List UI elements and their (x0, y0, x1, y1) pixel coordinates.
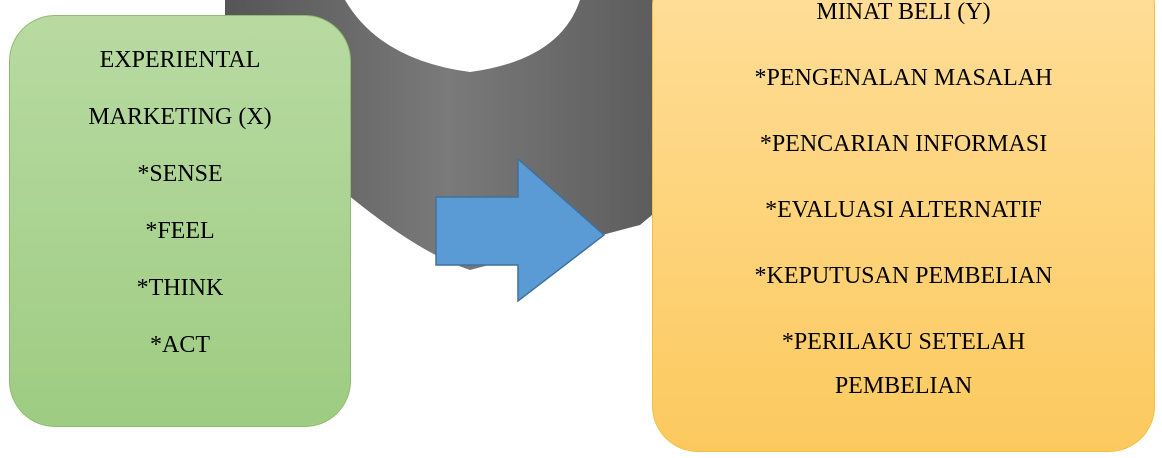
right-box-item-evaluasi-alternatif: *EVALUASI ALTERNATIF (765, 196, 1042, 262)
right-box-title: MINAT BELI (Y) (816, 0, 990, 64)
left-box-line-title-2: MARKETING (X) (88, 103, 271, 160)
left-box-item-sense: *SENSE (137, 160, 222, 217)
right-box-item-pencarian-informasi: *PENCARIAN INFORMASI (760, 130, 1047, 196)
arrow-shape (436, 159, 604, 301)
experiential-marketing-box: EXPERIENTAL MARKETING (X) *SENSE *FEEL *… (9, 15, 351, 427)
right-arrow-icon (430, 155, 610, 315)
left-box-line-title-1: EXPERIENTAL (100, 46, 261, 103)
right-box-item-pengenalan-masalah: *PENGENALAN MASALAH (755, 64, 1053, 130)
left-box-item-feel: *FEEL (145, 217, 214, 274)
right-box-item-keputusan-pembelian: *KEPUTUSAN PEMBELIAN (754, 262, 1052, 328)
minat-beli-box: MINAT BELI (Y) *PENGENALAN MASALAH *PENC… (652, 0, 1155, 452)
right-box-item-perilaku-setelah: *PERILAKU SETELAH (782, 328, 1025, 372)
left-box-item-act: *ACT (150, 331, 210, 388)
right-box-item-pembelian: PEMBELIAN (835, 372, 972, 438)
left-box-item-think: *THINK (137, 274, 224, 331)
